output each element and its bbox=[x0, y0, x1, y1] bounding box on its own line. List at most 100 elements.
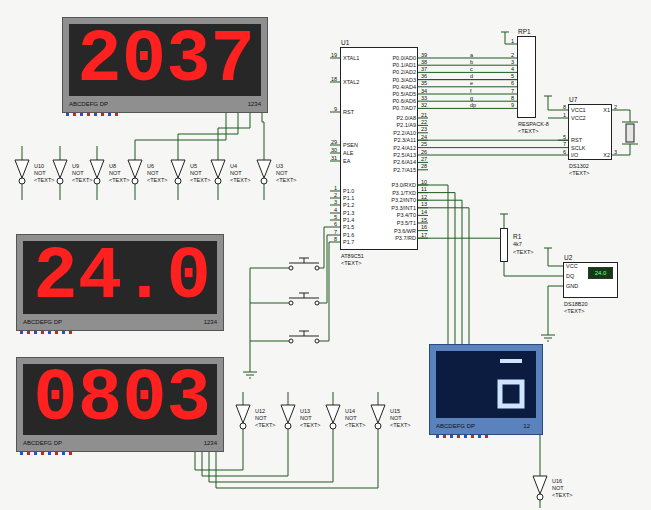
inverter-bubble bbox=[537, 494, 543, 500]
part-reference: U7 bbox=[569, 96, 577, 103]
pin-name: P1.3 bbox=[343, 210, 354, 216]
gate-wire bbox=[22, 112, 264, 200]
display-panel bbox=[436, 351, 536, 418]
part-value: NOT bbox=[390, 415, 402, 421]
part-text: <TEXT> bbox=[341, 260, 361, 267]
pin-number: 23 bbox=[421, 126, 427, 132]
resistor-pack: RP1RESPACK-8<TEXT> bbox=[517, 36, 536, 118]
button-contact bbox=[315, 301, 319, 305]
pin-name: P2.2/A10 bbox=[393, 130, 416, 136]
pin-number: 22 bbox=[421, 119, 427, 125]
pin-name: VCC2 bbox=[571, 115, 586, 121]
part-text: <TEXT> bbox=[518, 128, 538, 135]
part-text: <TEXT> bbox=[345, 422, 365, 428]
pin-number: 36 bbox=[421, 73, 427, 79]
part-value: NOT bbox=[72, 170, 84, 176]
button-contact bbox=[315, 266, 319, 270]
inverter-bubble bbox=[215, 178, 221, 184]
pin-number: 3 bbox=[334, 199, 337, 205]
not-gate-symbol bbox=[90, 160, 104, 178]
button-contact bbox=[289, 301, 293, 305]
pin-number: 9 bbox=[334, 106, 337, 112]
part-value: 4k7 bbox=[513, 241, 522, 248]
part-value: NOT bbox=[300, 415, 312, 421]
pushbutton-symbol bbox=[289, 258, 319, 336]
pin-number: 33 bbox=[421, 95, 427, 101]
pin-marker bbox=[27, 113, 488, 455]
pin-name: P2.1/A9 bbox=[396, 122, 416, 128]
crystal-symbol bbox=[626, 124, 634, 142]
net-label: e bbox=[470, 80, 473, 86]
part-reference: U15 bbox=[390, 408, 400, 414]
seven-segment-display: ABCDEFG DP12 bbox=[430, 345, 542, 434]
pin-number: 35 bbox=[421, 80, 427, 86]
net-label: b bbox=[470, 59, 473, 65]
inverter-bubble bbox=[261, 178, 267, 184]
pin-number: 29 bbox=[331, 139, 337, 145]
part-reference: U13 bbox=[300, 408, 310, 414]
pin-name: P2.4/A12 bbox=[393, 145, 416, 151]
pin-name: P2.5/A13 bbox=[393, 152, 416, 158]
pin-name: P1.1 bbox=[343, 195, 354, 201]
pin-number: 30 bbox=[331, 147, 337, 153]
pin-name: P1.0 bbox=[343, 188, 354, 194]
pin-name: P3.6/WR bbox=[394, 228, 416, 234]
pin-number: 7 bbox=[511, 88, 514, 94]
pin-name: P1.7 bbox=[343, 239, 354, 245]
pin-number: 2 bbox=[614, 104, 617, 110]
button-contact bbox=[315, 339, 319, 343]
pin-number: 31 bbox=[331, 155, 337, 161]
pin-number: 17 bbox=[421, 232, 427, 238]
pin-name: P3.7/RD bbox=[395, 235, 416, 241]
pin-number: 26 bbox=[421, 149, 427, 155]
net-label: c bbox=[470, 66, 473, 72]
net-label: f bbox=[470, 88, 472, 94]
lit-segment bbox=[500, 382, 522, 406]
part-reference: U12 bbox=[255, 408, 265, 414]
wire-connector bbox=[418, 140, 568, 141]
part-value: NOT bbox=[255, 415, 267, 421]
pin-name: P3.5/T1 bbox=[397, 220, 416, 226]
part-text: <TEXT> bbox=[72, 177, 92, 183]
pin-strip-label: ABCDEFG DP bbox=[69, 101, 108, 108]
part-text: <TEXT> bbox=[564, 308, 584, 315]
readout-value: 24.0 bbox=[595, 270, 607, 277]
pin-name: P0.2/AD2 bbox=[392, 69, 416, 75]
pin-number: 2 bbox=[511, 52, 514, 58]
digit-order-label: 1234 bbox=[204, 440, 217, 447]
pin-number: 19 bbox=[331, 52, 337, 58]
part-text: <TEXT> bbox=[255, 422, 275, 428]
pin-name: P3.4/T0 bbox=[397, 212, 416, 218]
part-text: <TEXT> bbox=[513, 249, 533, 256]
pin-number: 6 bbox=[334, 221, 337, 227]
pin-name: X1 bbox=[603, 107, 610, 113]
not-gate-symbol bbox=[236, 405, 250, 423]
part-value: NOT bbox=[147, 170, 159, 176]
pin-name: P2.7/A15 bbox=[393, 167, 416, 173]
digit-order-label: 12 bbox=[523, 423, 530, 430]
pin-number: 4 bbox=[511, 66, 514, 72]
pin-name: P1.4 bbox=[343, 217, 354, 223]
pin-name: ALE bbox=[343, 150, 353, 156]
pin-name: P3.0/RXD bbox=[392, 182, 416, 188]
pin-number: 7 bbox=[563, 141, 566, 147]
pin-name: PSEN bbox=[343, 142, 358, 148]
pin-number: 32 bbox=[421, 102, 427, 108]
button-contact bbox=[289, 266, 293, 270]
pin-number: 34 bbox=[421, 88, 427, 94]
pin-name: P3.3/INT1 bbox=[391, 205, 416, 211]
part-value: NOT bbox=[276, 170, 288, 176]
pin-number: 16 bbox=[421, 224, 427, 230]
part-text: <TEXT> bbox=[569, 170, 589, 177]
pin-name: P2.6/A14 bbox=[393, 159, 416, 165]
sensor-wire bbox=[500, 214, 563, 341]
digit-order-label: 1234 bbox=[248, 101, 261, 108]
pin-name: SCLK bbox=[571, 145, 585, 151]
inverter-bubble bbox=[175, 178, 181, 184]
part-value: NOT bbox=[230, 170, 242, 176]
pin-name: P0.4/AD4 bbox=[392, 84, 416, 90]
pin-number: 5 bbox=[511, 73, 514, 79]
pin-name: P3.1/TXD bbox=[392, 190, 416, 196]
crystal-wire bbox=[612, 110, 638, 155]
part-value: NOT bbox=[345, 415, 357, 421]
